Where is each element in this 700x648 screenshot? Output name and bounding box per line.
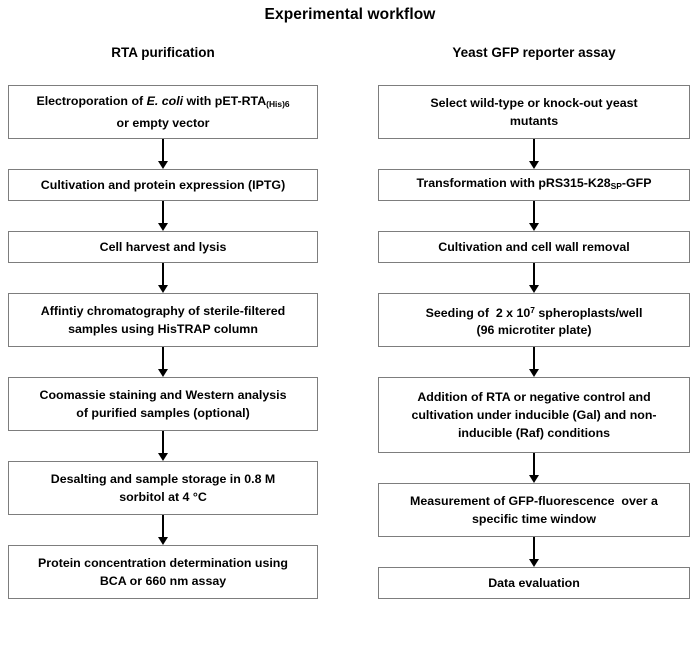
arrow-head-icon <box>529 223 539 231</box>
step-affinity-chromatography: Affintiy chromatography of sterile-filte… <box>8 293 318 347</box>
arrow-shaft <box>533 139 535 162</box>
arrow-shaft <box>533 347 535 370</box>
step-cultivation-expression: Cultivation and protein expression (IPTG… <box>8 169 318 201</box>
node-label: Data evaluation <box>488 576 580 590</box>
flow-arrow <box>378 263 690 293</box>
figure-title: Experimental workflow <box>264 6 436 23</box>
step-transformation: Transformation with pRS315-K28SP-GFP <box>378 169 690 201</box>
arrow-head-icon <box>529 161 539 169</box>
flow-arrow <box>378 453 690 483</box>
arrow-head-icon <box>158 161 168 169</box>
step-electroporation: Electroporation of E. coli with pET-RTA(… <box>8 85 318 139</box>
arrow-shaft <box>533 201 535 224</box>
arrow-shaft <box>162 201 164 224</box>
column-header-rta-purification: RTA purification <box>111 45 215 60</box>
node-label: Seeding of 2 x 107 spheroplasts/well(96 … <box>425 304 643 338</box>
node-label: Protein concentration determination usin… <box>38 556 288 588</box>
flow-arrow <box>8 431 318 461</box>
node-label: Cell harvest and lysis <box>99 240 227 254</box>
flow-arrow <box>8 515 318 545</box>
flow-arrow <box>8 263 318 293</box>
flow-arrow <box>378 139 690 169</box>
step-seeding: Seeding of 2 x 107 spheroplasts/well(96 … <box>378 293 690 347</box>
arrow-shaft <box>533 263 535 286</box>
arrow-head-icon <box>158 537 168 545</box>
column-header-yeast-gfp-reporter-assay: Yeast GFP reporter assay <box>452 45 616 60</box>
node-label: Cultivation and cell wall removal <box>438 240 630 254</box>
arrow-shaft <box>533 537 535 560</box>
arrow-head-icon <box>158 453 168 461</box>
arrow-shaft <box>162 263 164 286</box>
flow-column-rta-purification: Electroporation of E. coli with pET-RTA(… <box>8 85 318 599</box>
step-cell-wall-removal: Cultivation and cell wall removal <box>378 231 690 263</box>
arrow-shaft <box>162 515 164 538</box>
flow-arrow <box>8 139 318 169</box>
flow-arrow <box>8 201 318 231</box>
step-data-evaluation: Data evaluation <box>378 567 690 599</box>
arrow-shaft <box>162 431 164 454</box>
flow-arrow <box>378 201 690 231</box>
step-protein-concentration: Protein concentration determination usin… <box>8 545 318 599</box>
flow-arrow <box>378 537 690 567</box>
node-label: Electroporation of E. coli with pET-RTA(… <box>36 94 290 130</box>
arrow-head-icon <box>158 369 168 377</box>
step-cell-harvest: Cell harvest and lysis <box>8 231 318 263</box>
node-label: Transformation with pRS315-K28SP-GFP <box>416 176 652 192</box>
arrow-head-icon <box>529 285 539 293</box>
arrow-head-icon <box>529 369 539 377</box>
flow-arrow <box>8 347 318 377</box>
node-label: Cultivation and protein expression (IPTG… <box>40 178 286 192</box>
node-label: Affintiy chromatography of sterile-filte… <box>40 304 286 336</box>
arrow-shaft <box>162 139 164 162</box>
arrow-shaft <box>162 347 164 370</box>
arrow-head-icon <box>529 475 539 483</box>
flow-arrow <box>378 347 690 377</box>
arrow-shaft <box>533 453 535 476</box>
arrow-head-icon <box>158 285 168 293</box>
arrow-head-icon <box>158 223 168 231</box>
arrow-head-icon <box>529 559 539 567</box>
